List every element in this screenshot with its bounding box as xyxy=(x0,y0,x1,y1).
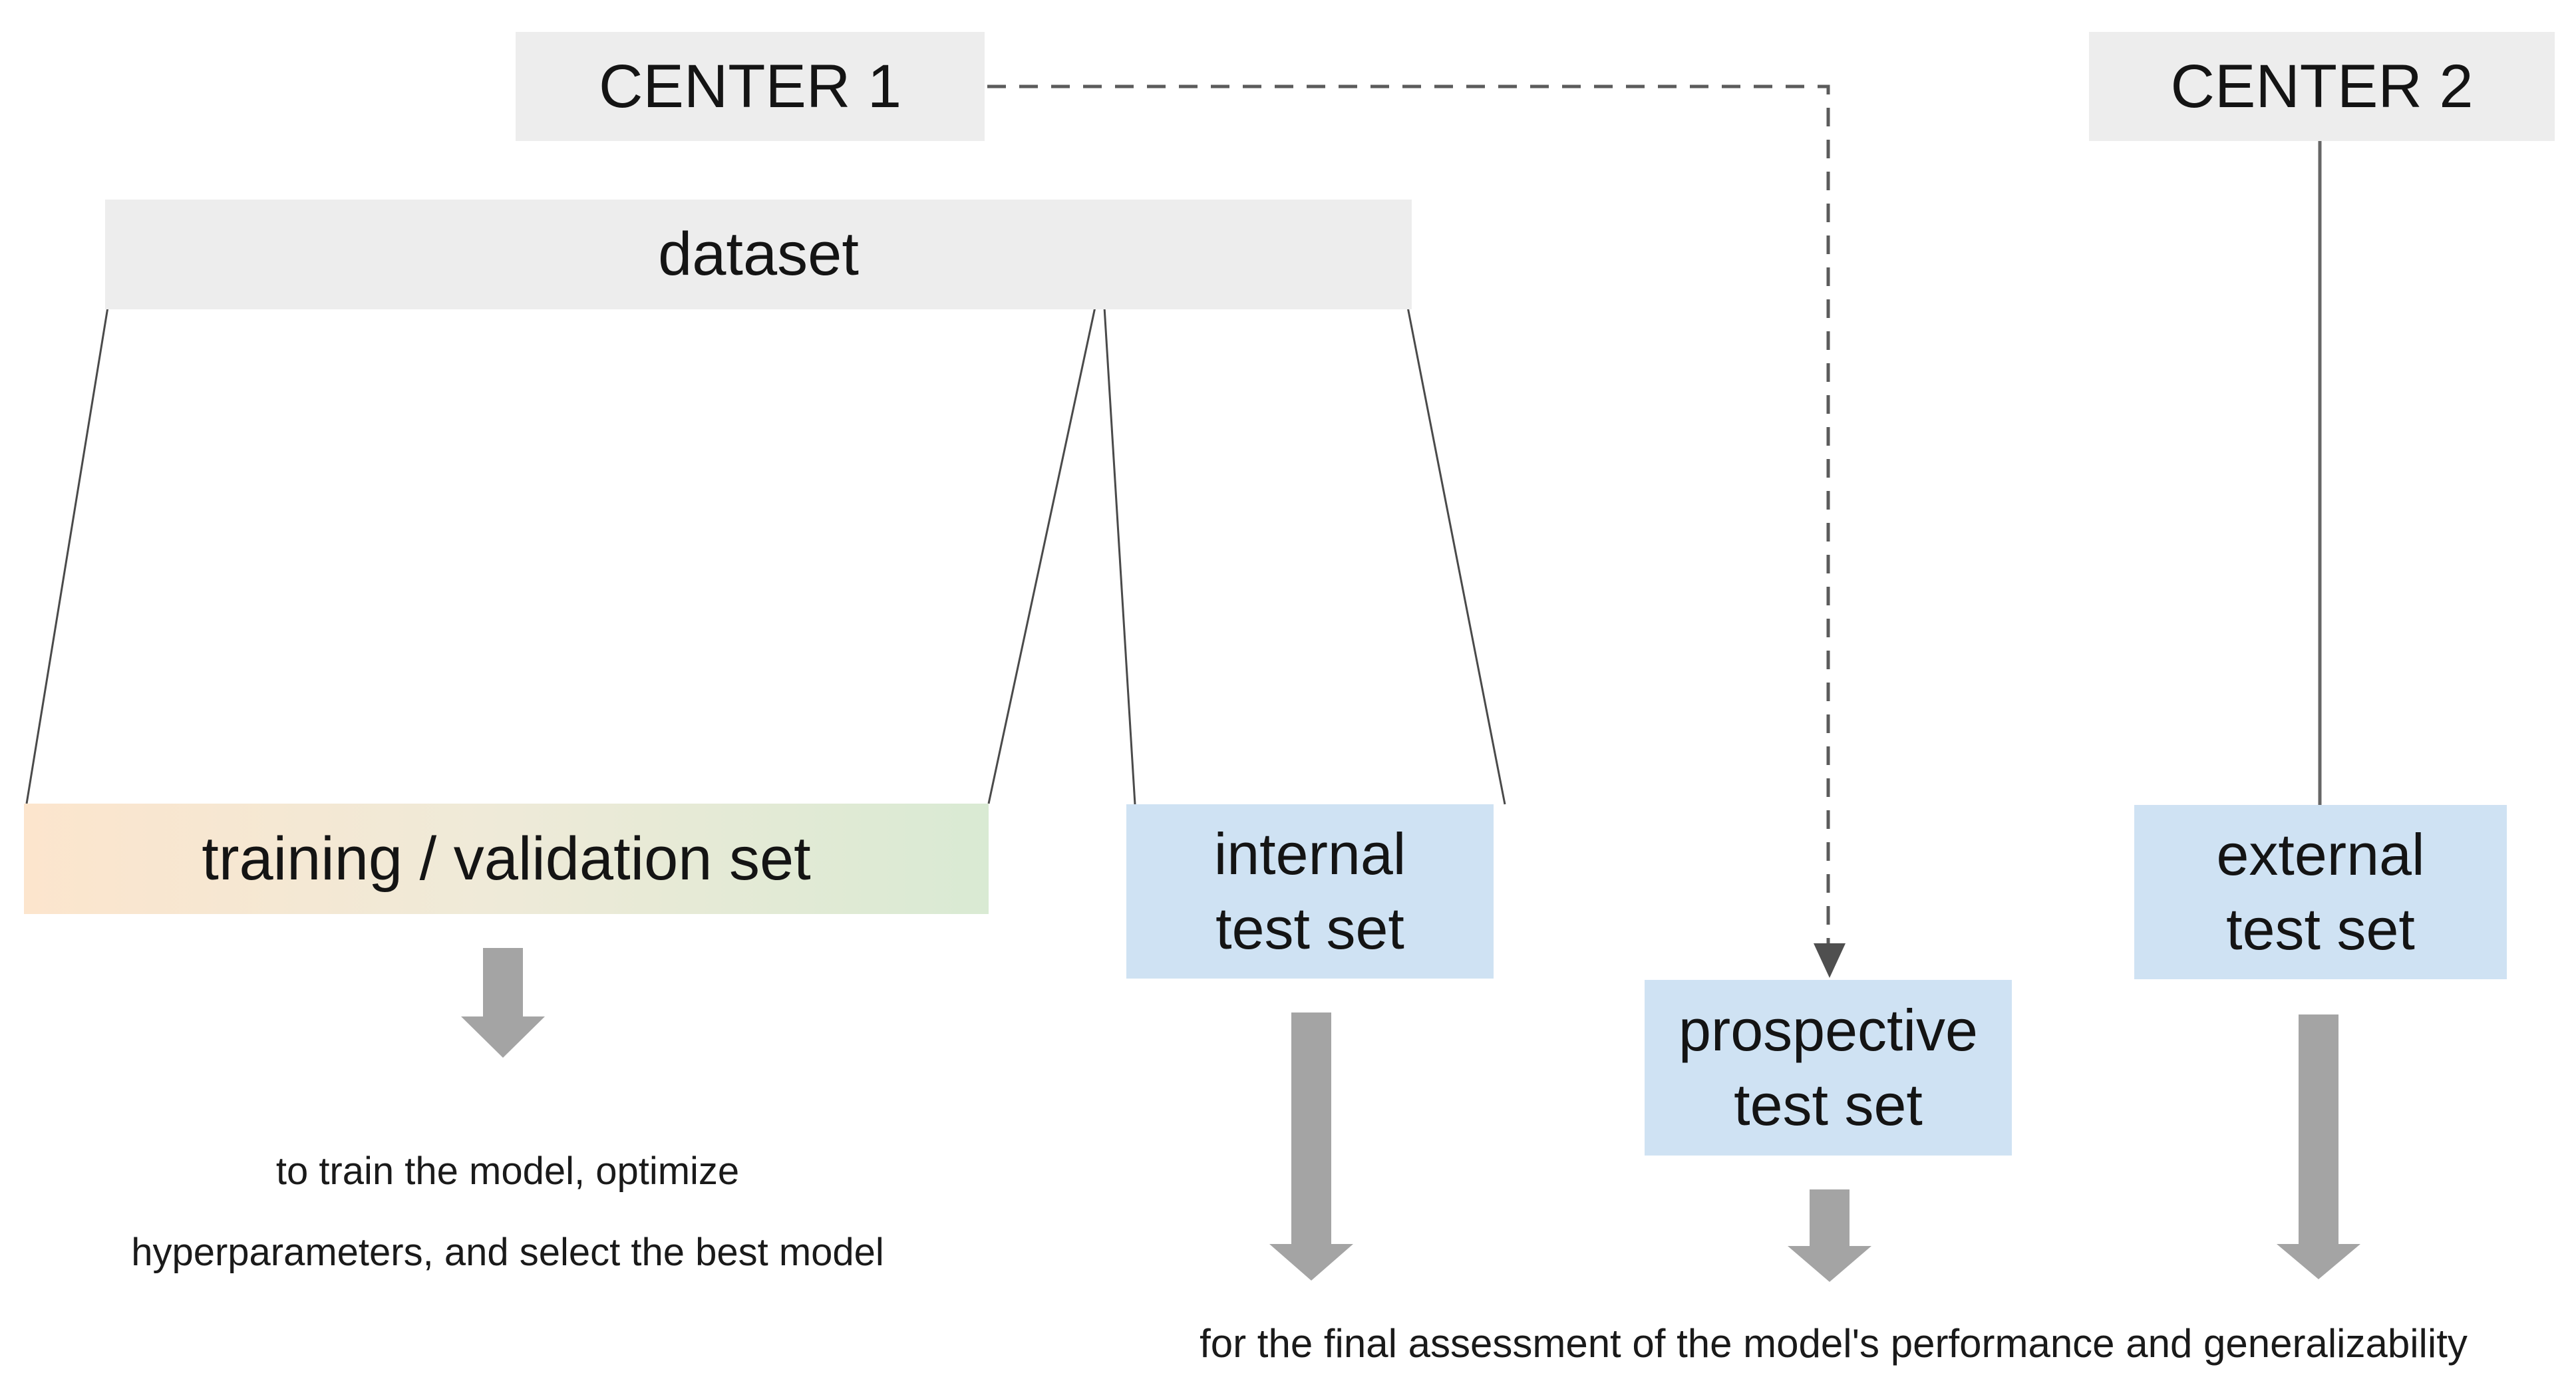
prospective-down-arrow-icon xyxy=(1788,1189,1871,1282)
training-validation-label: training / validation set xyxy=(202,824,811,893)
center2-label: CENTER 2 xyxy=(2170,52,2474,120)
external-down-arrow-icon xyxy=(2277,1014,2360,1279)
internal-test-set-label-line1: internal xyxy=(1213,821,1406,887)
training-purpose-note-line1: to train the model, optimize xyxy=(275,1150,740,1193)
split-line-dataset-to-training-left xyxy=(25,307,109,804)
internal-test-set-box: internal test set xyxy=(1126,804,1494,979)
prospective-test-set-label-line1: prospective xyxy=(1678,997,1978,1063)
prospective-test-set-label-line2: test set xyxy=(1734,1072,1923,1138)
training-purpose-note-line2: hyperparameters, and select the best mod… xyxy=(131,1231,884,1274)
dataset-box: dataset xyxy=(105,200,1412,309)
external-test-set-box: external test set xyxy=(2134,805,2507,979)
training-validation-box: training / validation set xyxy=(24,804,989,914)
test-purpose-note: for the final assessment of the model's … xyxy=(1091,1320,2576,1367)
center1-box: CENTER 1 xyxy=(516,32,985,141)
center1-to-prospective-dashed-line xyxy=(987,84,1830,943)
center2-box: CENTER 2 xyxy=(2089,32,2555,141)
internal-down-arrow-icon xyxy=(1269,1012,1353,1281)
training-purpose-note: to train the model, optimize hyperparame… xyxy=(40,1131,975,1293)
test-purpose-note-text: for the final assessment of the model's … xyxy=(1200,1321,2468,1366)
split-line-dataset-to-internal-left xyxy=(1103,307,1136,805)
training-down-arrow-icon xyxy=(461,948,545,1058)
dataset-label: dataset xyxy=(658,220,859,288)
external-test-set-label-line1: external xyxy=(2216,822,2425,887)
dashed-arrowhead-icon xyxy=(1814,943,1846,978)
split-line-dataset-to-internal-right xyxy=(1406,307,1506,805)
prospective-test-set-box: prospective test set xyxy=(1645,980,2012,1156)
external-test-set-label-line2: test set xyxy=(2226,896,2415,962)
internal-test-set-label-line2: test set xyxy=(1215,895,1404,961)
split-line-dataset-to-training-right xyxy=(987,307,1096,804)
center1-label: CENTER 1 xyxy=(599,52,901,120)
